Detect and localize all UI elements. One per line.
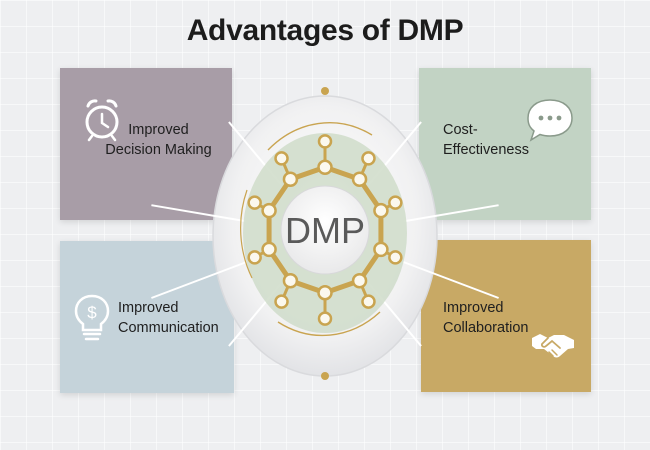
bottom-orbit-dot (321, 372, 329, 380)
outer-node (247, 250, 262, 265)
label-line: Cost- (443, 122, 478, 138)
advantage-card-decision-making (60, 68, 232, 220)
outer-node (361, 294, 376, 309)
label-cost-effectiveness: Cost- Effectiveness (443, 120, 529, 160)
divider-line (151, 204, 247, 223)
chat-bubble-icon (527, 99, 573, 142)
lightbulb-dollar-icon: $ (74, 294, 110, 341)
label-decision-making: Improved Decision Making (96, 120, 221, 160)
label-line: Improved (118, 300, 179, 316)
label-line: Improved (443, 300, 504, 316)
label-line: Improved (128, 122, 189, 138)
page-title: Advantages of DMP (186, 14, 464, 47)
dollar-glyph: $ (87, 303, 97, 322)
outer-node (247, 195, 262, 210)
outer-node (388, 195, 403, 210)
orbit-arc (240, 189, 253, 279)
outer-node (317, 311, 333, 326)
label-line: Decision Making (105, 142, 212, 158)
inner-node (261, 241, 277, 258)
inner-node (351, 272, 368, 289)
divider-line (403, 204, 499, 223)
inner-node (317, 159, 333, 176)
divider-line (151, 261, 247, 299)
outer-node (274, 294, 289, 309)
inner-node (261, 202, 277, 219)
label-line: Collaboration (443, 320, 529, 336)
inner-node (282, 272, 299, 289)
advantage-card-cost-effectiveness (419, 68, 591, 220)
orbit-arcs (240, 122, 381, 337)
hub-nodes (247, 134, 403, 326)
orbit-arc (267, 122, 373, 151)
advantage-card-collaboration (421, 240, 591, 392)
label-communication: Improved Communication (118, 298, 219, 338)
handshake-icon (532, 334, 574, 358)
outer-node (274, 151, 289, 166)
inner-node (282, 171, 299, 188)
top-orbit-dot (321, 87, 329, 95)
center-label: DMP (285, 210, 365, 251)
inner-node (317, 284, 333, 301)
outer-node (388, 250, 403, 265)
outer-node (317, 134, 333, 149)
outer-node (361, 151, 376, 166)
divider-line (403, 261, 499, 299)
inner-node (373, 241, 389, 258)
advantage-card-communication (60, 241, 234, 393)
label-collaboration: Improved Collaboration (443, 298, 528, 338)
label-line: Effectiveness (443, 142, 529, 158)
inner-node (373, 202, 389, 219)
center-hub (280, 185, 370, 275)
alarm-clock-icon (85, 99, 119, 142)
inner-node (351, 171, 368, 188)
orbit-arc (277, 311, 381, 337)
label-line: Communication (118, 320, 219, 336)
